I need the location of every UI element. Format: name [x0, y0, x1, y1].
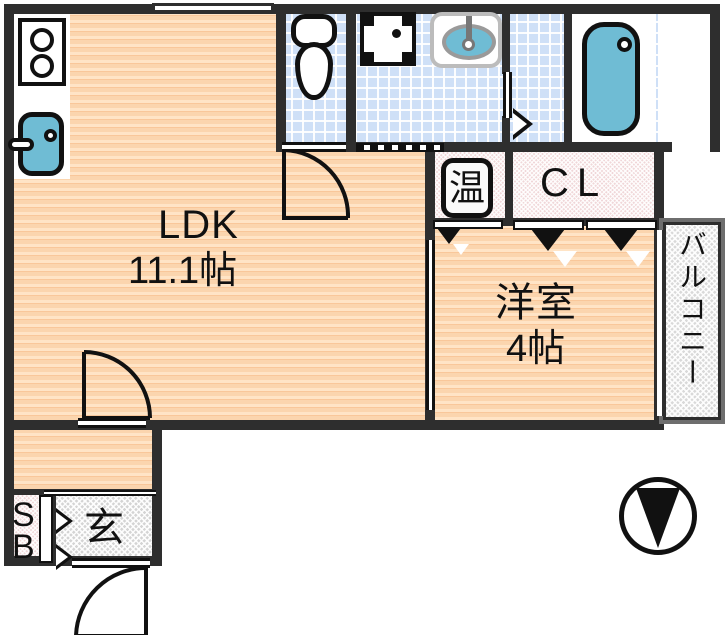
- toilet-door-swing: [282, 150, 350, 220]
- wall-bath-divider: [564, 4, 572, 150]
- balcony-door-opening[interactable]: [655, 230, 664, 416]
- shoebox-door-strip[interactable]: [39, 495, 53, 563]
- bathtub-drain: [617, 37, 632, 52]
- wall-shoebox-right: [50, 493, 56, 563]
- washing-machine: [360, 12, 416, 66]
- room-floor-closet: [512, 152, 658, 224]
- compass-rose: [619, 477, 697, 555]
- heater-arrow-icon: [437, 228, 469, 255]
- room-floor-corridor-stub: [10, 425, 160, 493]
- room-area-ldk: 11.1帖: [128, 250, 238, 292]
- room-floor-bedroom: [432, 225, 658, 425]
- wm-corner-tl: [364, 16, 374, 26]
- toilet-door-sill[interactable]: [282, 142, 346, 152]
- washroom-sliding-door[interactable]: [356, 143, 444, 152]
- water-heater: 温: [441, 158, 493, 218]
- vanity-drain: [462, 38, 475, 51]
- stove-burner-top: [30, 28, 54, 52]
- room-label-closet: CL: [540, 161, 608, 205]
- vanity-unit: [430, 12, 502, 68]
- entrance-door-sill[interactable]: [72, 558, 150, 568]
- wm-corner-tr: [402, 16, 412, 26]
- kitchen-stove: [18, 18, 66, 86]
- closet-arrow-icon-right: [604, 229, 650, 267]
- shoebox-label-b: B: [12, 528, 35, 566]
- room-floor-balcony: [663, 222, 721, 420]
- room-label-bedroom: 洋室: [495, 281, 577, 325]
- wall-left-outer: [4, 4, 14, 563]
- kitchen-sink-drain: [44, 129, 57, 142]
- wm-control-dot: [392, 29, 401, 38]
- wall-balcony-outer: [663, 222, 721, 420]
- window-ldk-top: [152, 3, 274, 13]
- room-label-ldk: LDK: [158, 203, 239, 247]
- wall-top-outer: [4, 4, 720, 14]
- ldk-door-swing: [80, 350, 152, 420]
- water-heater-label: 温: [448, 167, 485, 208]
- bathtub: [582, 22, 640, 136]
- wall-washroom-divider-lower: [502, 116, 510, 150]
- wall-right-outer-upper: [710, 4, 720, 152]
- shoebox-label-s: S: [12, 496, 35, 534]
- wall-water-area-bottom: [276, 142, 672, 152]
- bath-door-sill[interactable]: [503, 72, 512, 118]
- genkan-step-line: [44, 490, 156, 496]
- closet-arrow-icon-left: [531, 229, 577, 267]
- wall-ldk-right-upper: [276, 4, 286, 152]
- heater-nook-door-panel[interactable]: [433, 220, 503, 229]
- room-area-bedroom: 4帖: [506, 328, 566, 370]
- kitchen-faucet: [8, 138, 34, 151]
- wall-toilet-divider: [346, 4, 356, 148]
- bedroom-sliding-door[interactable]: [426, 240, 435, 410]
- shoebox-arrow-icon-s: [56, 508, 73, 534]
- room-label-balcony: バルコニー: [676, 230, 707, 390]
- wm-corner-bl: [364, 52, 374, 62]
- wm-corner-br: [402, 52, 412, 62]
- wall-washroom-divider: [502, 4, 510, 74]
- room-label-genkan: 玄: [84, 506, 124, 550]
- wall-heater-closet-divider: [505, 148, 513, 226]
- wall-bottom-main: [4, 420, 664, 430]
- shoebox-arrow-icon-b: [56, 544, 73, 570]
- bath-door-arrow-icon: [513, 108, 533, 140]
- entrance-door-swing: [70, 566, 150, 635]
- toilet-bowl: [295, 42, 333, 100]
- stove-burner-bottom: [30, 54, 54, 78]
